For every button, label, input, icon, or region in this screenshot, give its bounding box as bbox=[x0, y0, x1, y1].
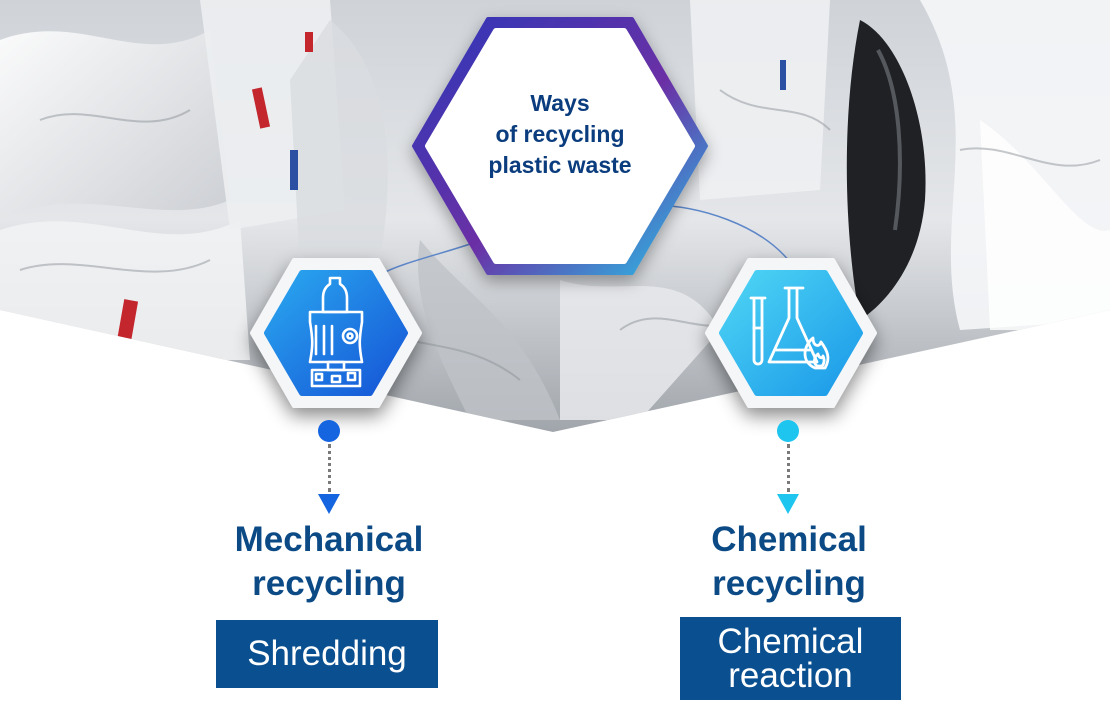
chemical-hexagon bbox=[705, 258, 877, 408]
mechanical-arrow-icon bbox=[318, 494, 340, 514]
branch-title-line: Chemical bbox=[711, 520, 867, 559]
chemical-dotted-line bbox=[787, 444, 790, 492]
center-title-line: plastic waste bbox=[488, 152, 632, 178]
method-label-line: Chemical bbox=[717, 621, 864, 661]
chemical-arrow-icon bbox=[777, 494, 799, 514]
chemical-reaction-method-box: Chemical reaction bbox=[680, 617, 901, 700]
center-title-line: of recycling bbox=[495, 121, 625, 147]
mechanical-hexagon bbox=[250, 258, 422, 408]
shredding-method-box: Shredding bbox=[216, 620, 438, 688]
mechanical-node-dot bbox=[318, 420, 340, 442]
chemical-recycling-title: Chemical recycling bbox=[639, 518, 939, 606]
center-title: Ways of recycling plastic waste bbox=[415, 88, 705, 181]
branch-title-line: recycling bbox=[712, 564, 866, 603]
center-title-line: Ways bbox=[530, 90, 590, 116]
flask-flame-icon bbox=[749, 286, 830, 370]
shredder-bottle-icon bbox=[308, 276, 364, 388]
method-label: Shredding bbox=[247, 634, 407, 673]
mechanical-dotted-line bbox=[328, 444, 331, 492]
method-label-line: reaction bbox=[728, 655, 853, 695]
mechanical-recycling-title: Mechanical recycling bbox=[179, 518, 479, 606]
chemical-node-dot bbox=[777, 420, 799, 442]
branch-title-line: Mechanical bbox=[234, 520, 424, 559]
branch-title-line: recycling bbox=[252, 564, 406, 603]
center-hexagon bbox=[410, 15, 710, 277]
